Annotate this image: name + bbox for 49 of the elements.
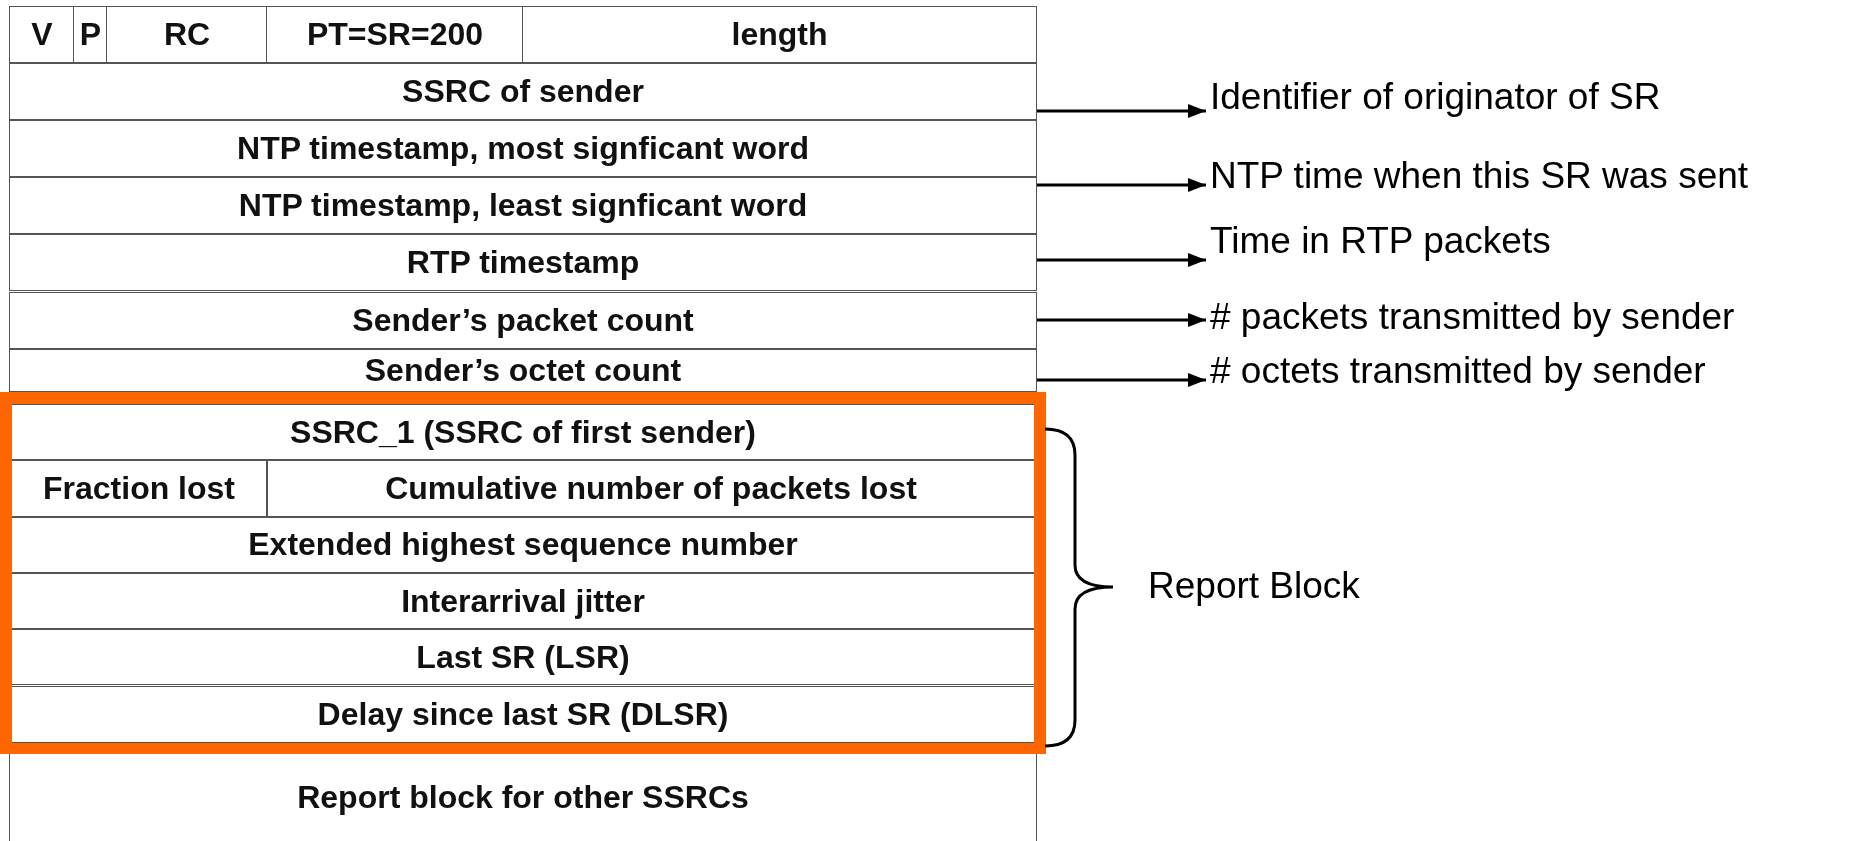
- field-name: Fraction lost: [43, 469, 235, 507]
- field-name: NTP timestamp, most signficant word: [237, 130, 809, 168]
- field-name: NTP timestamp, least signficant word: [238, 187, 808, 225]
- packet-field: [12, 572, 1034, 630]
- packet-field: [9, 120, 1037, 178]
- arrow: [1037, 373, 1206, 387]
- arrow: [1037, 104, 1206, 118]
- packet-field: [9, 177, 1037, 235]
- highlight-frame: [0, 392, 1046, 754]
- arrow: [1037, 253, 1206, 267]
- field-name: length: [731, 16, 828, 54]
- annotation-text: # packets transmitted by sender: [1210, 296, 1735, 339]
- field-name: Report block for other SSRCs: [297, 779, 749, 816]
- packet-field: [12, 629, 1034, 686]
- annotation-text: # octets transmitted by sender: [1210, 350, 1706, 393]
- field-name: RTP timestamp: [406, 244, 640, 282]
- field-name: Extended highest sequence number: [248, 526, 798, 564]
- field-name: PT=SR=200: [306, 16, 484, 54]
- packet-field: [9, 234, 1037, 292]
- field-name: P: [79, 16, 102, 54]
- packet-field: [9, 6, 75, 64]
- field-name: Sender’s octet count: [364, 351, 682, 389]
- packet-field: [522, 6, 1037, 64]
- packet-field: [12, 460, 266, 517]
- field-name: Last SR (LSR): [416, 638, 630, 676]
- field-name: Interarrival jitter: [401, 582, 645, 620]
- annotation-text: Time in RTP packets: [1210, 220, 1551, 263]
- packet-field: [9, 291, 1037, 349]
- annotation-text: Identifier of originator of SR: [1210, 76, 1661, 119]
- annotation-text: NTP time when this SR was sent: [1210, 155, 1749, 198]
- packet-field: [266, 6, 524, 64]
- field-name: Delay since last SR (DLSR): [317, 695, 729, 733]
- packet-field: [12, 516, 1034, 573]
- packet-field: [12, 404, 1034, 461]
- packet-field: [9, 63, 1037, 121]
- field-name: SSRC of sender: [402, 73, 644, 111]
- bracket-label: Report Block: [1148, 565, 1360, 608]
- field-name: Sender’s packet count: [352, 301, 694, 339]
- field-name: Cumulative number of packets lost: [385, 469, 917, 507]
- field-name: SSRC_1 (SSRC of first sender): [290, 413, 756, 451]
- packet-field: [9, 348, 1037, 392]
- arrow: [1037, 178, 1206, 192]
- arrow: [1037, 313, 1206, 327]
- packet-field: [12, 685, 1034, 743]
- packet-field: [73, 6, 108, 64]
- packet-field: [106, 6, 268, 64]
- packet-field: [266, 460, 1034, 517]
- field-name: RC: [163, 16, 211, 54]
- field-name: V: [31, 16, 53, 54]
